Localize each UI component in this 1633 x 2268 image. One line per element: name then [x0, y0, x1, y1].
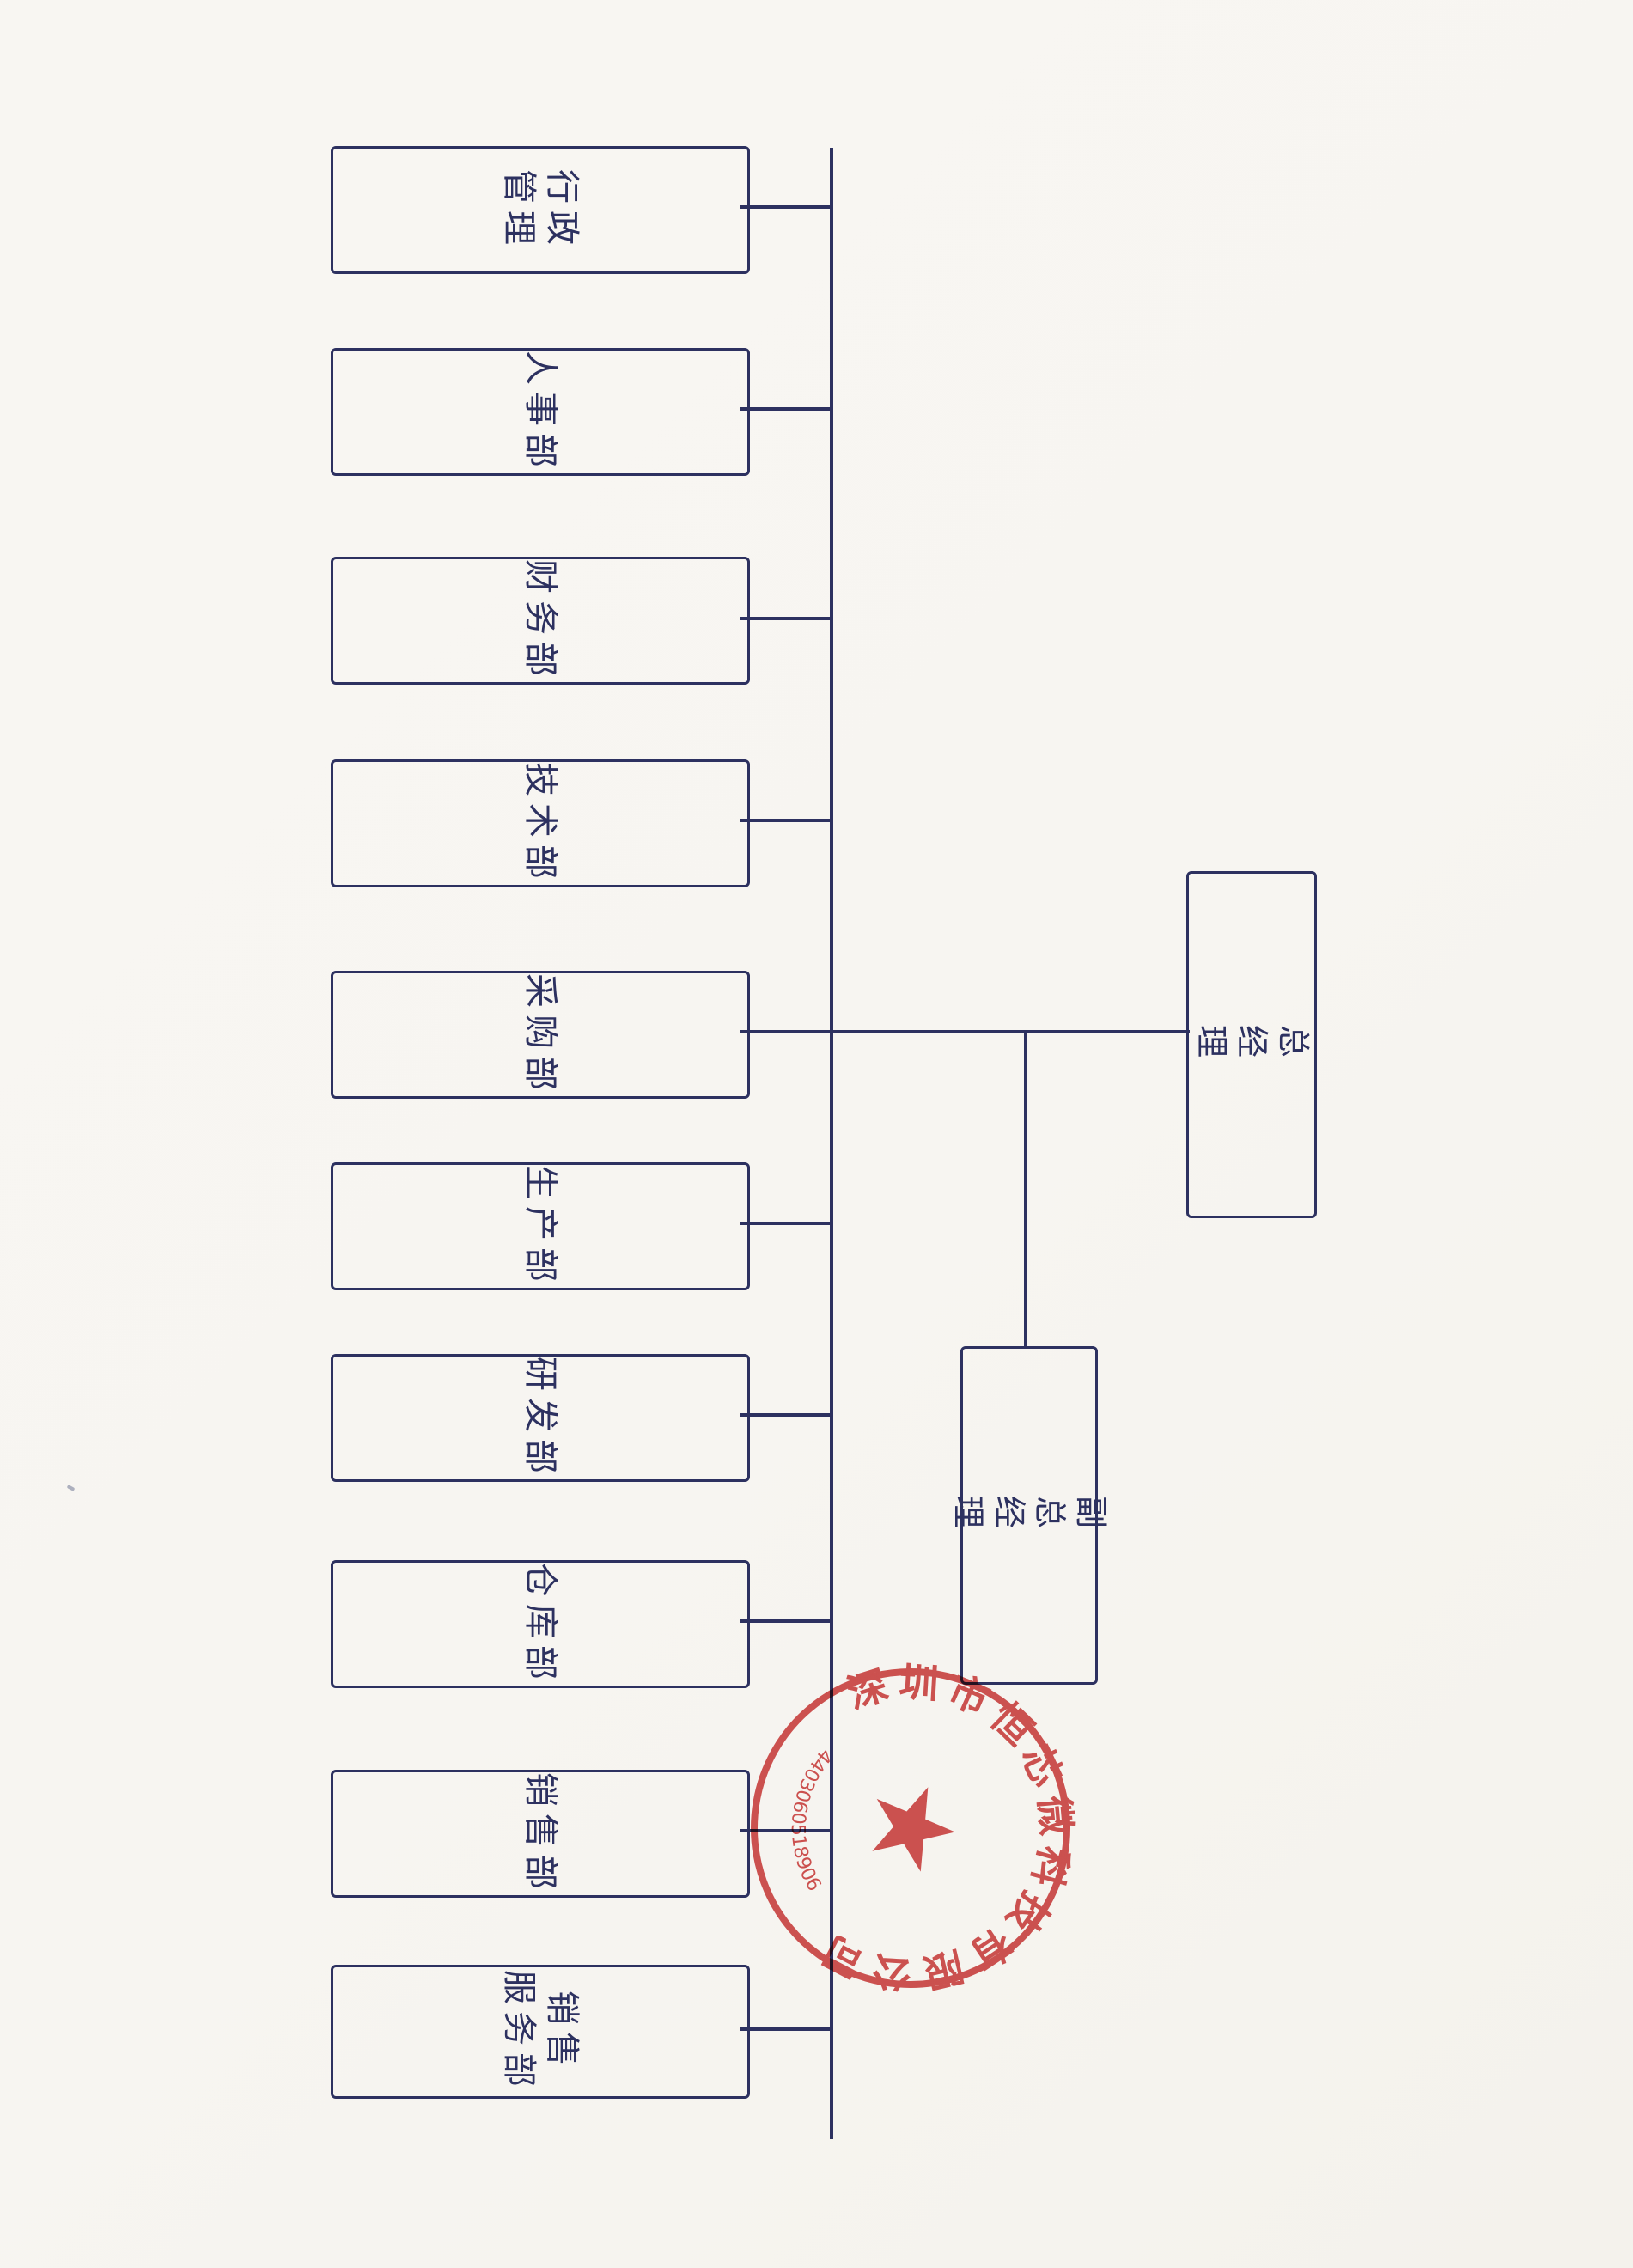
connector-line	[740, 617, 832, 620]
company-seal: 深圳市恒芯微科技有限公司 4403060518906	[751, 1653, 1094, 2011]
dept-label: 采购部	[521, 972, 560, 1097]
connector-line	[740, 1619, 832, 1623]
general-manager-box: 总经理	[1186, 871, 1317, 1218]
seal-number-text: 4403060518906	[781, 1742, 838, 1897]
dept-label: 销售部	[521, 1771, 560, 1896]
dept-box-hr: 人事部	[331, 348, 750, 476]
dept-label: 销售 服务部	[499, 1970, 582, 2094]
scan-speck	[66, 1485, 76, 1491]
dept-label: 行政 管理	[499, 168, 582, 252]
star-icon	[872, 1787, 955, 1872]
connector-line	[740, 1222, 832, 1225]
connector-line	[740, 2027, 832, 2031]
dept-box-finance: 财务部	[331, 557, 750, 685]
dept-box-rnd: 研发部	[331, 1354, 750, 1482]
seal-ring	[751, 1668, 1070, 1988]
dept-box-procurement: 采购部	[331, 971, 750, 1099]
connector-line	[740, 819, 832, 822]
dept-box-sales: 销售部	[331, 1770, 750, 1898]
svg-text:4403060518906: 4403060518906	[781, 1742, 838, 1897]
dept-box-technology: 技术部	[331, 759, 750, 887]
dept-label: 人事部	[521, 350, 560, 474]
dept-box-sales-service: 销售 服务部	[331, 1965, 750, 2099]
dept-label: 技术部	[521, 761, 560, 886]
spine-line	[830, 148, 833, 2139]
dept-box-admin-management: 行政 管理	[331, 146, 750, 274]
connector-line	[740, 407, 832, 411]
dept-label: 仓库部	[521, 1562, 560, 1686]
deputy-general-manager-label: 副总经理	[949, 1495, 1111, 1535]
dept-box-production: 生产部	[331, 1162, 750, 1290]
gm-branch-line	[830, 1030, 1190, 1033]
dept-label: 生产部	[521, 1164, 560, 1289]
dept-label: 研发部	[521, 1356, 560, 1480]
general-manager-label: 总经理	[1192, 1024, 1313, 1064]
deputy-drop-line	[1024, 1030, 1027, 1348]
dept-label: 财务部	[521, 558, 560, 683]
dept-box-warehouse: 仓库部	[331, 1560, 750, 1688]
connector-line	[740, 205, 832, 209]
connector-line	[740, 1030, 832, 1033]
connector-line	[740, 1413, 832, 1417]
deputy-general-manager-box: 副总经理	[950, 1346, 1110, 1685]
connector-line	[740, 1829, 832, 1832]
